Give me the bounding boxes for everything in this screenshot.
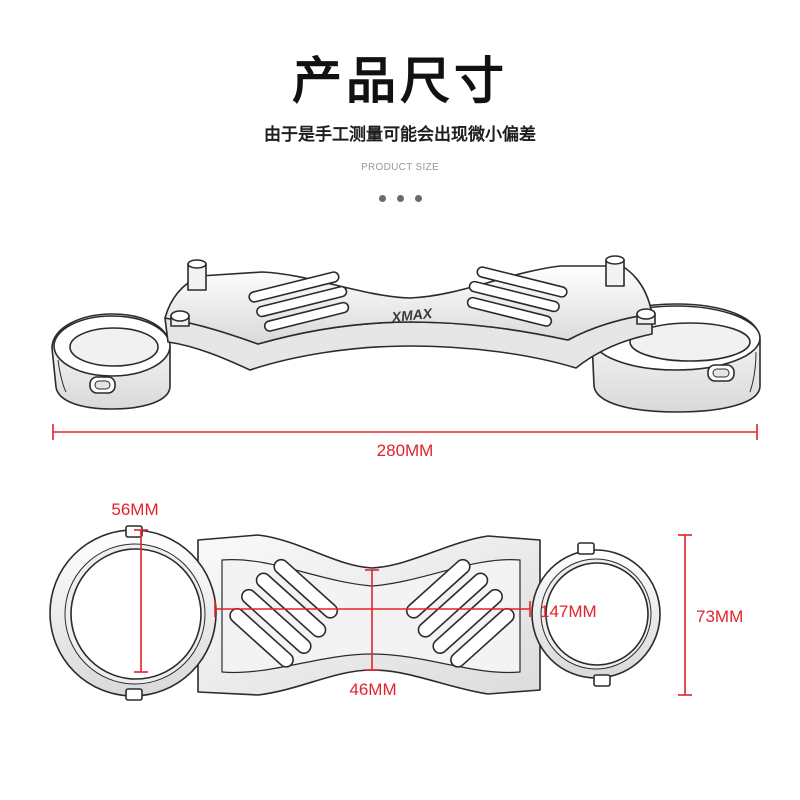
dot-icon — [378, 195, 386, 202]
end-width-label: 73MM — [696, 607, 744, 626]
measurement-note: 由于是手工测量可能会出现微小偏差 — [264, 125, 536, 145]
dot-icon — [414, 195, 422, 202]
left-clamp-ring-perspective — [51, 313, 171, 410]
section-caption: PRODUCT SIZE — [361, 162, 439, 173]
page-title: 产品尺寸 — [292, 52, 508, 110]
right-post — [605, 255, 625, 287]
dot-icon — [396, 195, 404, 202]
decorative-dots — [0, 195, 800, 205]
xmax-logo: XMAX — [390, 305, 435, 325]
center-width-label: 46MM — [349, 680, 397, 699]
left-bolt — [170, 310, 190, 327]
overall-length-dimension-line — [52, 424, 758, 440]
left-slot-group-top-view — [229, 558, 339, 668]
fork-brace-perspective-sketch: XMAX — [51, 255, 761, 413]
overall-length-label: 280MM — [376, 441, 434, 460]
right-clamp-ring-top-view — [531, 542, 661, 687]
left-post — [187, 259, 207, 291]
end-width-dimension-line — [678, 534, 692, 696]
clamp-diameter-label: 56MM — [111, 500, 159, 519]
right-bolt — [636, 308, 656, 325]
left-clamp-ring-top-view — [49, 525, 217, 701]
left-slot-group-perspective — [248, 271, 350, 332]
dimension-lines — [52, 424, 758, 696]
right-slot-group-top-view — [405, 558, 515, 668]
center-width-dimension-line — [365, 569, 379, 671]
fork-brace-top-view-sketch — [49, 525, 661, 701]
center-distance-label: 147MM — [540, 602, 597, 621]
right-slot-group-perspective — [466, 266, 568, 327]
clamp-diameter-dimension-line — [134, 529, 148, 673]
